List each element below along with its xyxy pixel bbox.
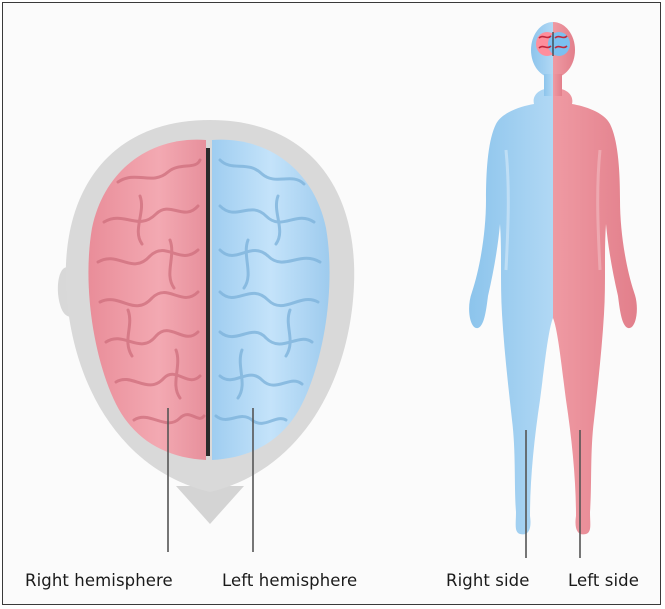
left-side-label: Left side	[568, 571, 639, 590]
left-hemisphere-label: Left hemisphere	[222, 571, 357, 590]
right-side-label: Right side	[446, 571, 530, 590]
mini-brain	[536, 32, 570, 56]
right-hemisphere-label: Right hemisphere	[25, 571, 173, 590]
body-figure	[469, 22, 637, 534]
